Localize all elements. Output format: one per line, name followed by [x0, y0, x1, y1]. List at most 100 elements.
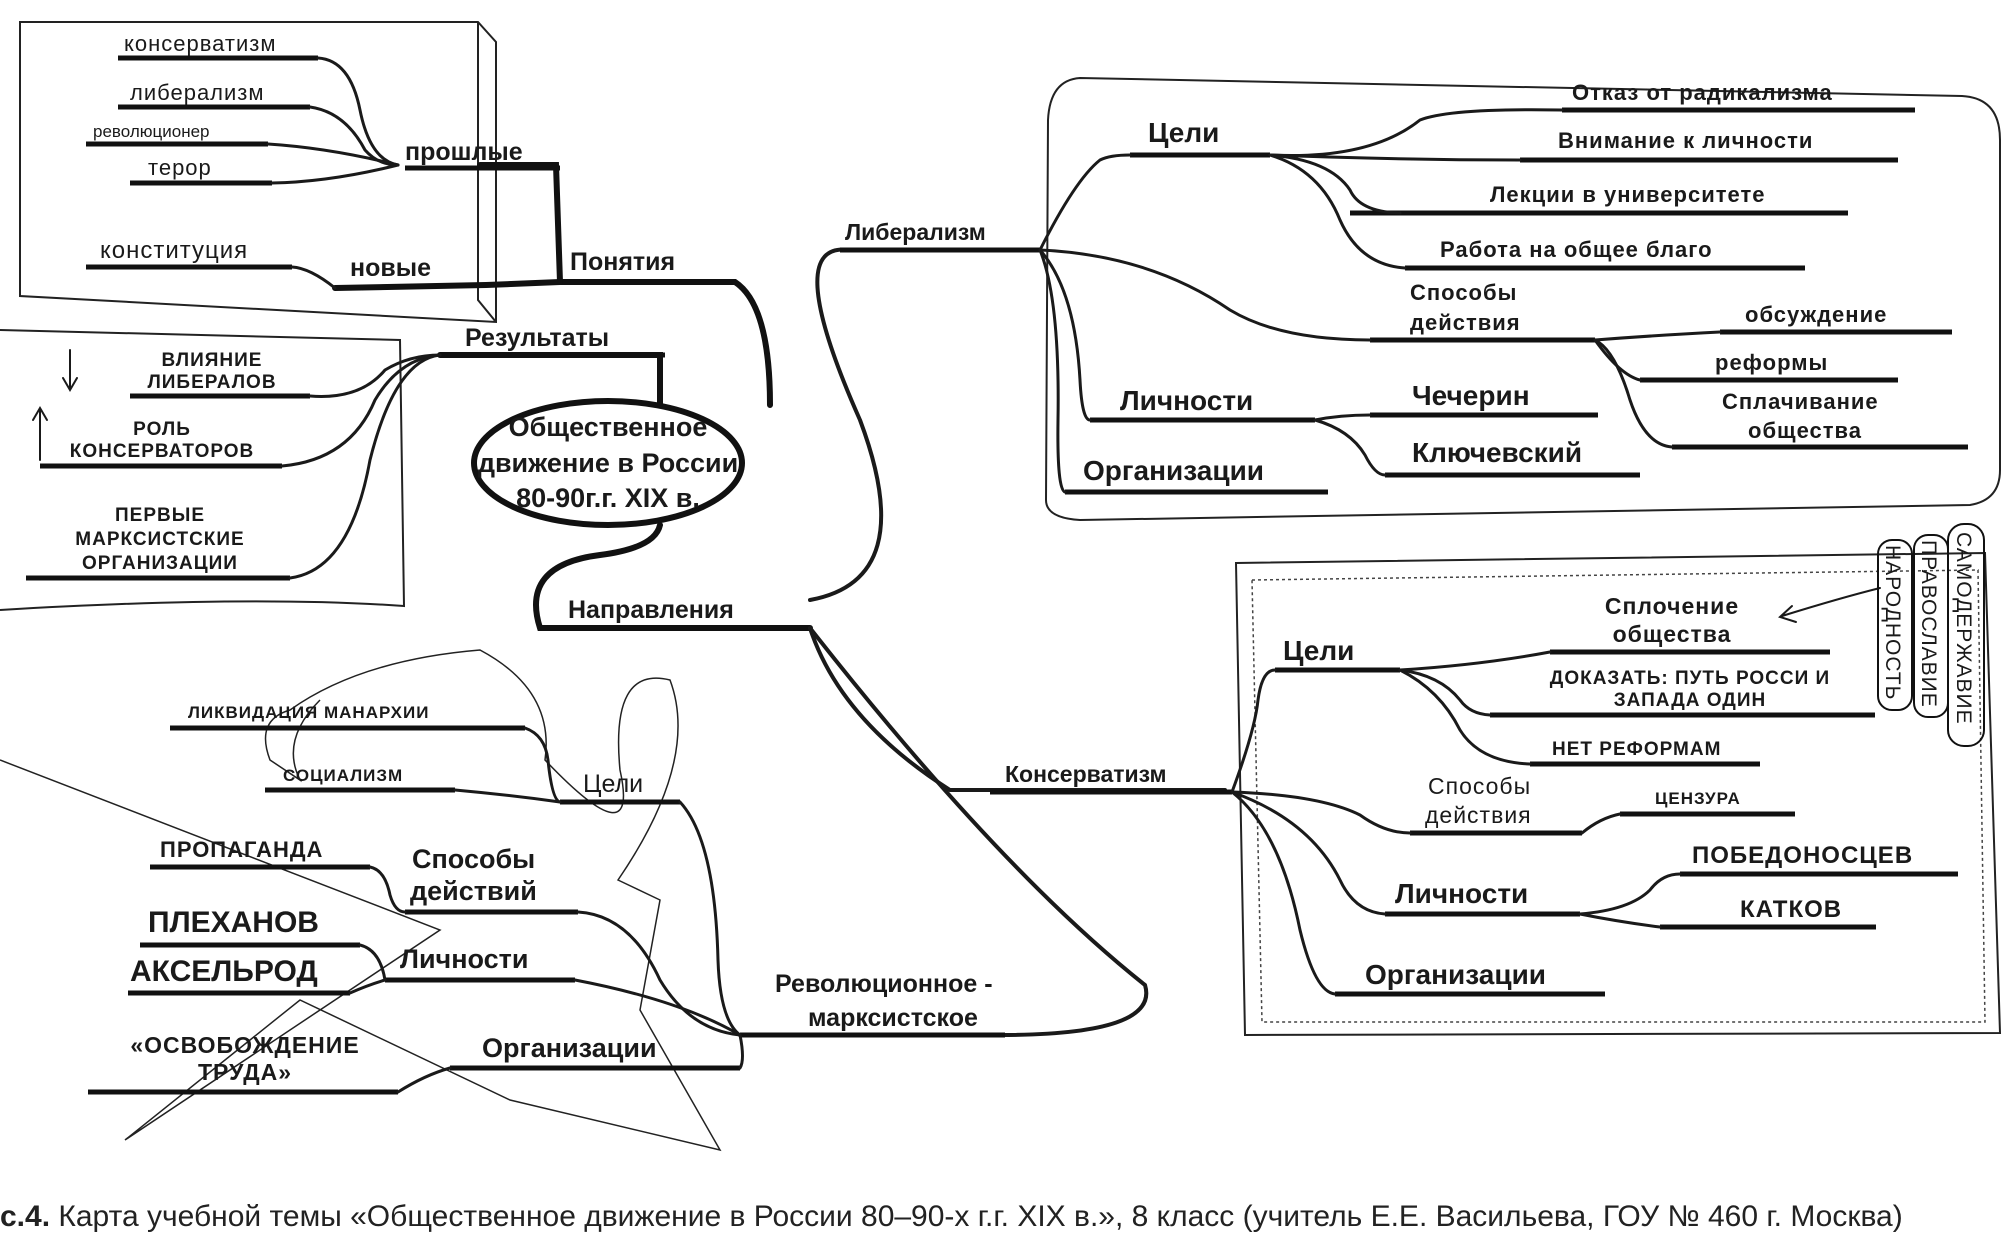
liberalism-persons-label: Личности — [1120, 385, 1253, 416]
conservatism-person-link-2 — [1578, 912, 1662, 929]
concepts-title: Понятия — [570, 248, 675, 276]
concept-past-item-2: либерализм — [130, 80, 265, 105]
figure-caption-prefix: с.4. — [0, 1200, 51, 1233]
conservatism-person-link-1 — [1578, 872, 1682, 916]
triad-box-2 — [1913, 534, 1949, 718]
conservatism-method-1: ЦЕНЗУРА — [1655, 789, 1741, 808]
conservatism-goal-link-3 — [1398, 668, 1532, 766]
liberalism-method-link-3 — [1593, 338, 1674, 449]
branch-concepts — [477, 162, 773, 408]
branch-directions — [533, 522, 813, 631]
conservatism-goal-2-line2: ЗАПАДА ОДИН — [1614, 690, 1766, 711]
concept-past-link-4 — [270, 163, 400, 185]
conservatism-person-1: ПОБЕДОНОСЦЕВ — [1692, 842, 1913, 869]
liberalism-orgs-link — [1038, 248, 1067, 494]
liberalism-orgs-label: Организации — [1083, 455, 1264, 486]
liberalism-method-2: реформы — [1715, 350, 1828, 375]
conservatism-triad-arrow-icon — [1778, 587, 1881, 623]
up-arrow-icon — [32, 406, 48, 461]
liberalism-methods-label-line1: Способы — [1410, 280, 1517, 305]
revolutionary-methods-label-line1: Способы — [412, 844, 535, 874]
liberalism-method-link-1 — [1593, 330, 1722, 342]
result-link-2 — [280, 353, 442, 468]
liberalism-goals-link — [1038, 153, 1132, 252]
conservatism-orgs-label: Организации — [1365, 959, 1546, 990]
revolutionary-person-link-1 — [358, 943, 387, 982]
branch-concepts-new — [332, 279, 563, 291]
figure-caption: с.4. Карта учебной темы «Общественное дв… — [0, 1200, 2007, 1244]
concept-past-item-3: революционер — [93, 122, 210, 141]
concept-new-item-1: конституция — [100, 237, 248, 264]
conservatism-methods-label-line2: действия — [1425, 802, 1532, 828]
revolutionary-persons-label: Личности — [400, 944, 529, 974]
liberalism-methods-link — [1038, 248, 1372, 342]
conservatism-methods-link — [1230, 790, 1412, 835]
concepts-new-label: новые — [350, 254, 431, 282]
conservatism-goal-link-1 — [1398, 650, 1552, 672]
revolutionary-methods-link — [576, 910, 742, 1037]
center-node — [471, 398, 745, 528]
liberalism-person-link-1 — [1313, 413, 1372, 422]
revolutionary-goals-label: Цели — [583, 770, 643, 798]
revolutionary-sketch — [0, 649, 722, 1152]
liberalism-person-1: Чечерин — [1412, 380, 1530, 411]
conservatism-goal-1-line1: Сплочение — [1605, 593, 1739, 619]
concept-new-link-1 — [290, 265, 337, 290]
revolutionary-person-link-2 — [348, 978, 387, 995]
triad-item-3: НАРОДНОСТЬ — [1881, 545, 1904, 700]
branch-liberalism — [808, 247, 1042, 602]
conservatism-goal-2-line1: ДОКАЗАТЬ: ПУТЬ РОССИ И — [1550, 668, 1830, 689]
conservatism-person-2: КАТКОВ — [1740, 896, 1842, 923]
conservatism-persons-label: Личности — [1395, 878, 1528, 909]
revolutionary-method-link-1 — [368, 865, 407, 914]
liberalism-goal-1: Отказ от радикализма — [1572, 80, 1833, 105]
revolutionary-goal-2: СОЦИАЛИЗМ — [283, 766, 403, 785]
conservatism-frame-inner — [1251, 569, 1986, 1023]
conservatism-orgs-link — [1230, 790, 1337, 996]
liberalism-goals-label: Цели — [1148, 117, 1219, 148]
concept-past-item-4: терор — [148, 155, 212, 180]
revolutionary-org-1-line2: ТРУДА» — [198, 1059, 292, 1085]
liberalism-goal-link-4 — [1268, 153, 1407, 270]
revolutionary-methods-label-line2: действий — [410, 876, 537, 906]
figure-caption-text: Карта учебной темы «Общественное движени… — [58, 1200, 1903, 1233]
result-item-2-line1: РОЛЬ — [133, 419, 191, 440]
liberalism-method-1: обсуждение — [1745, 302, 1887, 327]
revolutionary-title-line1: Революционное - — [775, 970, 993, 998]
conservatism-goals-label: Цели — [1283, 635, 1354, 666]
conservatism-methods-label-line1: Способы — [1428, 773, 1531, 799]
center-title-line3: 80-90г.г. XIX в. — [516, 483, 700, 513]
liberalism-frame — [1044, 76, 2001, 522]
revolutionary-person-1: ПЛЕХАНОВ — [148, 906, 319, 939]
conservatism-goal-3: НЕТ РЕФОРМАМ — [1552, 739, 1721, 760]
liberalism-method-3-line1: Сплачивание — [1722, 389, 1879, 414]
liberalism-goal-4: Работа на общее благо — [1440, 237, 1713, 262]
conservatism-goals-link — [1230, 668, 1277, 794]
down-arrow-icon — [62, 349, 78, 392]
conservatism-goal-1-line2: общества — [1613, 621, 1732, 647]
liberalism-goal-link-1 — [1268, 108, 1564, 158]
liberalism-goal-link-3 — [1268, 153, 1402, 215]
center-title-line1: Общественное — [509, 412, 708, 442]
liberalism-goal-2: Внимание к личности — [1558, 128, 1813, 153]
conservatism-frame — [1234, 551, 2002, 1037]
liberalism-methods-label-line2: действия — [1410, 310, 1521, 335]
revolutionary-goal-1: ЛИКВИДАЦИЯ МАНАРХИИ — [188, 703, 429, 722]
center-title-line2: движение в России — [478, 448, 738, 478]
liberalism-goal-3: Лекции в университете — [1490, 182, 1765, 207]
concepts-frame — [19, 21, 497, 324]
revolutionary-method-1: ПРОПАГАНДА — [160, 837, 323, 862]
revolutionary-orgs-link — [738, 1033, 744, 1070]
result-item-3-line2: МАРКСИСТСКИЕ — [75, 529, 244, 550]
branch-results — [437, 352, 663, 408]
revolutionary-title-line2: марксистское — [808, 1004, 978, 1032]
liberalism-persons-link — [1038, 248, 1092, 422]
liberalism-person-2: Ключевский — [1412, 437, 1582, 468]
directions-title: Направления — [568, 596, 734, 624]
concept-past-link-3 — [266, 142, 400, 167]
triad-box-3 — [1877, 539, 1913, 711]
result-item-3-line3: ОРГАНИЗАЦИИ — [82, 553, 238, 574]
revolutionary-org-1-line1: «ОСВОБОЖДЕНИЕ — [130, 1032, 359, 1058]
revolutionary-org-link-1 — [396, 1066, 452, 1094]
